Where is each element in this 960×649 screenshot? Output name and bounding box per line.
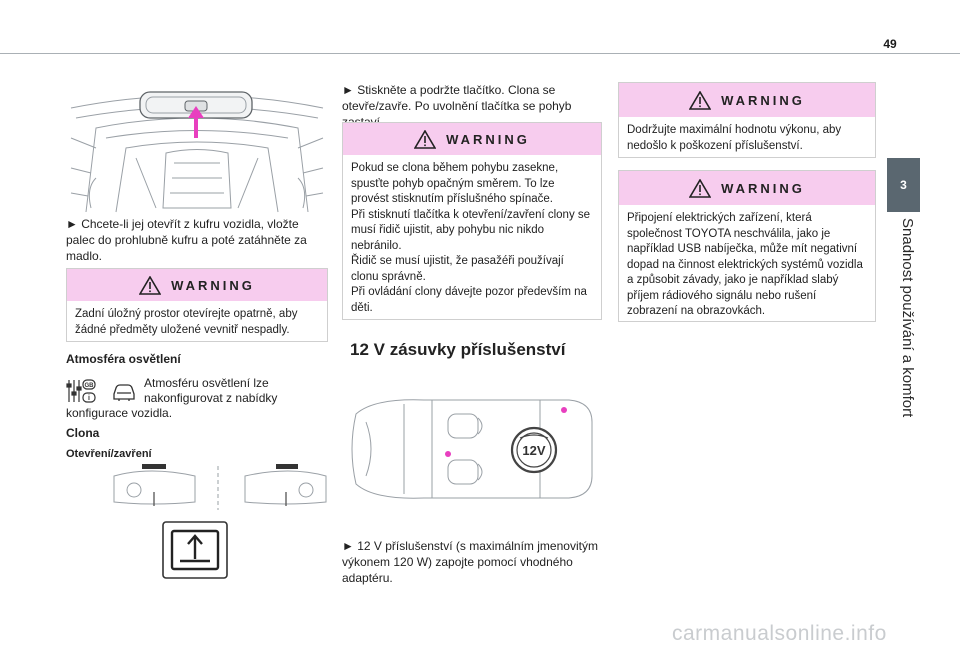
warning-line-2: Při stisknutí tlačítka k otevření/zavřen… bbox=[351, 208, 591, 252]
warning-header: WARNING bbox=[67, 269, 327, 301]
ambience-text-line3: konfigurace vozidla. bbox=[66, 406, 173, 420]
warning-title: WARNING bbox=[446, 131, 530, 147]
warning-title: WARNING bbox=[721, 180, 805, 196]
warning-triangle-icon bbox=[139, 275, 162, 295]
vehicle-config-icon bbox=[113, 384, 135, 401]
blind-position-illustration bbox=[113, 464, 327, 510]
warning-box-devices: WARNING Připojení elektrických zařízení,… bbox=[618, 170, 876, 322]
warning-text: Dodržujte maximální hodnotu výkonu, aby … bbox=[627, 124, 842, 152]
warning-title: WARNING bbox=[171, 277, 255, 293]
section-title-12v: 12 V zásuvky příslušenství bbox=[350, 340, 566, 359]
openclose-heading: Otevření/zavření bbox=[66, 448, 152, 460]
vehicle-socket-illustration: 12V bbox=[351, 399, 593, 499]
gb-label: GB bbox=[85, 383, 95, 389]
i-label: i bbox=[88, 395, 90, 402]
ambience-heading: Atmosféra osvětlení bbox=[66, 352, 181, 366]
warning-triangle-icon bbox=[414, 129, 437, 149]
socket-instruction: ► 12 V příslušenství (s maximálním jmeno… bbox=[342, 539, 598, 585]
warning-triangle-icon bbox=[689, 90, 712, 110]
chapter-tab[interactable]: 3 bbox=[887, 158, 920, 212]
page-number: 49 bbox=[883, 37, 897, 51]
warning-header: WARNING bbox=[619, 83, 875, 117]
warning-text: Zadní úložný prostor otevírejte opatrně,… bbox=[75, 308, 298, 336]
ambience-text-line1: Atmosféru osvětlení lze bbox=[144, 376, 269, 390]
warning-line-1: Pokud se clona během pohybu zasekne, spu… bbox=[351, 162, 559, 205]
warning-triangle-icon bbox=[689, 178, 712, 198]
warning-box-blind: WARNING Pokud se clona během pohybu zase… bbox=[342, 122, 602, 320]
warning-line-3: Řidič se musí ujistit, že pasažéři použí… bbox=[351, 255, 564, 283]
watermark: carmanualsonline.info bbox=[672, 622, 887, 645]
blind-switch-icon[interactable] bbox=[162, 521, 228, 579]
chapter-title: Snadnost používání a komfort bbox=[899, 218, 916, 418]
trunk-open-instruction: ► Chcete-li jej otevřít z kufru vozidla,… bbox=[66, 217, 307, 263]
warning-title: WARNING bbox=[721, 92, 805, 108]
blind-heading: Clona bbox=[66, 426, 100, 440]
warning-box-power: WARNING Dodržujte maximální hodnotu výko… bbox=[618, 82, 876, 158]
header-rule bbox=[0, 53, 960, 54]
warning-box-storage: WARNING Zadní úložný prostor otevírejte … bbox=[66, 268, 328, 342]
ambience-text-line2: nakonfigurovat z nabídky bbox=[144, 391, 278, 405]
warning-text: Pokud se clona během pohybu zasekne, spu… bbox=[343, 155, 601, 324]
warning-header: WARNING bbox=[343, 123, 601, 155]
warning-header: WARNING bbox=[619, 171, 875, 205]
settings-menu-icon: GB i bbox=[66, 379, 96, 403]
socket-label: 12V bbox=[522, 443, 545, 458]
trunk-illustration bbox=[70, 91, 324, 213]
warning-text: Připojení elektrických zařízení, která s… bbox=[627, 212, 863, 317]
warning-line-4: Při ovládání clony dávejte pozor předevš… bbox=[351, 286, 587, 314]
